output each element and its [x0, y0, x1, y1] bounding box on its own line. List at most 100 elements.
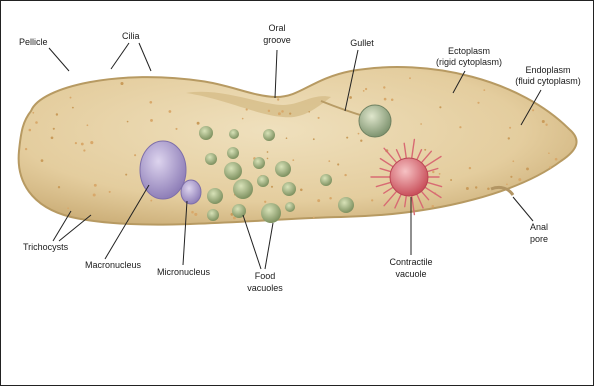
- food-vacuole: [227, 147, 239, 159]
- granule: [281, 110, 284, 113]
- granule: [51, 136, 54, 139]
- macronucleus: [140, 141, 186, 199]
- granule: [75, 142, 77, 144]
- food-vacuole: [207, 209, 219, 221]
- granule: [365, 88, 367, 90]
- label-gullet: Gullet: [350, 38, 374, 48]
- label-ectoplasm-line1: Ectoplasm: [448, 46, 490, 56]
- granule: [360, 140, 362, 142]
- granule: [506, 183, 508, 185]
- leader-cilia-1: [111, 43, 129, 69]
- food-vacuole: [207, 188, 223, 204]
- granule: [483, 89, 485, 91]
- granule: [134, 154, 136, 156]
- granule: [149, 101, 152, 104]
- granule: [349, 96, 352, 99]
- granule: [424, 149, 426, 151]
- leader-anal-pore: [513, 197, 533, 221]
- label-pellicle: Pellicle: [19, 37, 48, 47]
- granule: [432, 171, 434, 173]
- micronucleus: [181, 180, 201, 204]
- granule: [277, 98, 279, 100]
- food-vacuole: [253, 157, 265, 169]
- granule: [346, 137, 348, 139]
- leader-food-vacuoles-2: [265, 223, 273, 269]
- granule: [512, 160, 514, 162]
- food-vacuole: [282, 182, 296, 196]
- granule: [508, 137, 510, 139]
- granule: [469, 167, 471, 169]
- granule: [450, 179, 452, 181]
- granule: [318, 117, 320, 119]
- granule: [125, 174, 127, 176]
- food-vacuole: [263, 129, 275, 141]
- granule: [150, 200, 152, 202]
- food-vacuole: [224, 162, 242, 180]
- granule: [391, 98, 394, 101]
- food-vacuole: [205, 153, 217, 165]
- granule: [94, 184, 97, 187]
- granule: [25, 148, 27, 150]
- label-macronucleus: Macronucleus: [85, 260, 142, 270]
- label-micronucleus: Micronucleus: [157, 267, 211, 277]
- granule: [83, 149, 85, 151]
- granule: [526, 167, 529, 170]
- granule: [420, 123, 422, 125]
- granule: [329, 197, 332, 200]
- label-anal-pore-line1: Anal: [530, 222, 548, 232]
- leader-oral-groove: [275, 50, 277, 98]
- granule: [67, 207, 69, 209]
- granule: [308, 111, 310, 113]
- granule: [81, 143, 84, 146]
- granule: [58, 186, 60, 188]
- granule: [532, 109, 534, 111]
- granule: [127, 121, 129, 123]
- granule: [175, 128, 177, 130]
- granule: [328, 160, 330, 162]
- granule: [53, 128, 55, 130]
- label-cilia: Cilia: [122, 31, 140, 41]
- granule: [268, 110, 270, 112]
- granule: [548, 152, 550, 154]
- granule: [109, 191, 111, 193]
- granule: [32, 112, 34, 114]
- granule: [41, 159, 44, 162]
- granule: [344, 174, 346, 176]
- label-food-vacuoles-line2: vacuoles: [247, 283, 283, 293]
- granule: [363, 90, 365, 92]
- leader-trichocysts-2: [59, 215, 91, 241]
- granule: [509, 127, 511, 129]
- leader-trichocysts-1: [53, 211, 71, 241]
- food-vacuole: [199, 126, 213, 140]
- granule: [191, 211, 194, 214]
- granule: [35, 121, 38, 124]
- label-endoplasm-line1: Endoplasm: [525, 65, 570, 75]
- food-vacuole: [338, 197, 354, 213]
- granule: [300, 189, 303, 192]
- cell-body: [19, 67, 577, 225]
- label-contractile-vacuole-line2: vacuole: [395, 269, 426, 279]
- granule: [197, 122, 200, 125]
- food-vacuole: [285, 202, 295, 212]
- granule: [56, 113, 58, 115]
- granule: [271, 186, 273, 188]
- granule: [358, 133, 360, 135]
- granule: [466, 187, 469, 190]
- label-anal-pore-line2: pore: [530, 234, 548, 244]
- leader-pellicle: [49, 48, 69, 71]
- label-contractile-vacuole-line1: Contractile: [389, 257, 432, 267]
- granule: [289, 112, 291, 114]
- leader-food-vacuoles-1: [243, 215, 261, 269]
- granule: [72, 107, 74, 109]
- food-vacuole: [320, 174, 332, 186]
- granule: [431, 205, 434, 208]
- granule: [475, 186, 477, 188]
- granule: [409, 77, 411, 79]
- granule: [313, 138, 315, 140]
- granule: [383, 86, 385, 88]
- granule: [70, 97, 72, 99]
- granule: [93, 193, 96, 196]
- label-oral-groove-line2: groove: [263, 35, 291, 45]
